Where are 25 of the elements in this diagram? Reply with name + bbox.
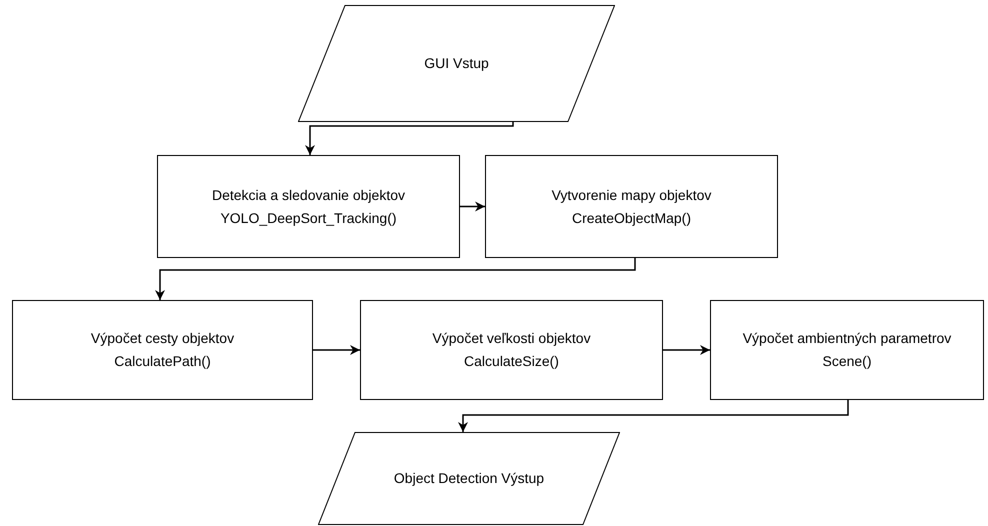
- function-name: Scene(): [822, 352, 872, 371]
- process-box: [157, 155, 460, 258]
- arrow: [313, 345, 360, 355]
- function-name: CalculatePath(): [114, 352, 211, 371]
- function-name: YOLO_DeepSort_Tracking(): [220, 208, 397, 228]
- arrow: [460, 202, 485, 212]
- process-box: [710, 300, 984, 400]
- input-output-parallelogram: [298, 5, 615, 122]
- node-label: Výpočet cesty objektov: [90, 329, 234, 348]
- node-label: Detekcia a sledovanie objektov: [212, 186, 405, 205]
- process-box: [360, 300, 663, 400]
- function-name: CalculateSize(): [464, 352, 559, 371]
- arrow: [155, 258, 636, 300]
- process-box: [485, 155, 778, 258]
- function-name: CreateObjectMap(): [572, 208, 692, 228]
- node-label: Vytvorenie mapy objektov: [552, 186, 712, 205]
- process-box: [12, 300, 313, 400]
- arrow: [305, 122, 514, 155]
- node-label: GUI Vstup: [424, 54, 489, 73]
- input-output-parallelogram: [318, 432, 620, 525]
- arrow: [458, 400, 849, 432]
- arrow: [663, 345, 710, 355]
- node-label: Výpočet ambientných parametrov: [742, 329, 952, 348]
- node-label: Výpočet veľkosti objektov: [432, 329, 591, 348]
- node-label: Object Detection Výstup: [394, 469, 544, 488]
